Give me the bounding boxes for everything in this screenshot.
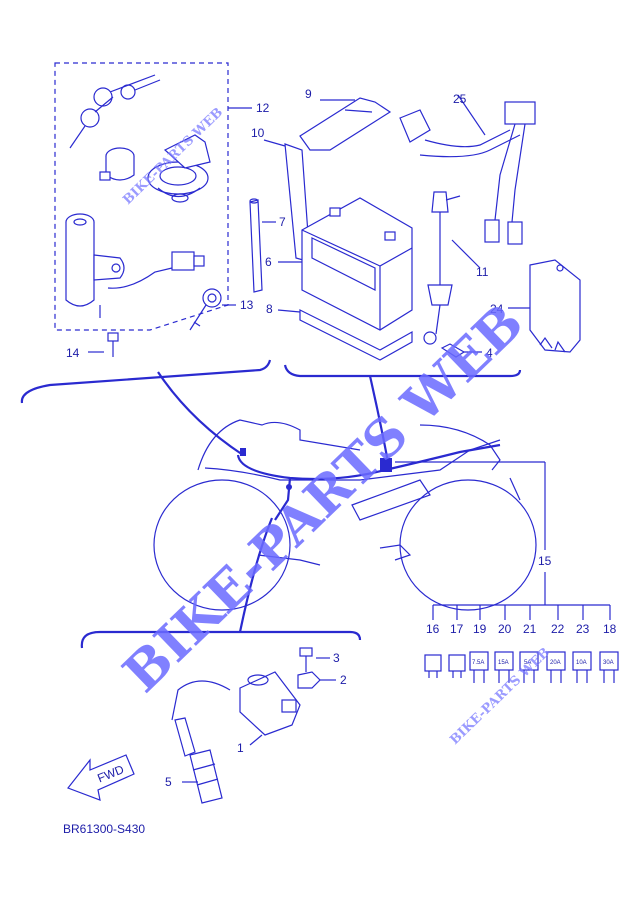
fuse-15a: 15A (494, 651, 514, 683)
ignition-coil-icon (171, 671, 301, 746)
fuse-5a: 5A (519, 651, 539, 683)
callout-12: 12 (256, 101, 270, 115)
relay-2-icon (448, 654, 466, 678)
bolt-3-icon (299, 647, 330, 672)
callout-13: 13 (240, 298, 254, 312)
screw-icon (440, 343, 482, 358)
callout-18: 18 (603, 622, 617, 636)
fuse-rating-label: 7.5A (472, 660, 484, 666)
fuse-7-5a: 7.5A (469, 651, 489, 683)
callout-11: 11 (476, 265, 489, 279)
coil-group-bracket (80, 630, 362, 649)
callout-21: 21 (523, 622, 537, 636)
right-group-bracket (283, 364, 522, 378)
callout-labels: 1 2 3 4 5 6 7 8 9 10 11 12 13 14 15 16 1… (66, 87, 617, 789)
breather-hose-icon (249, 198, 276, 293)
wire-harness-icon (236, 443, 501, 521)
fwd-arrow-icon: FWD (67, 754, 135, 801)
seat-lock-icon (99, 147, 135, 181)
battery-mat-icon (277, 309, 413, 361)
callout-14: 14 (66, 346, 80, 360)
callout-9: 9 (305, 87, 312, 101)
callout-22: 22 (551, 622, 565, 636)
callout-6: 6 (265, 255, 272, 269)
callout-2: 2 (340, 673, 347, 687)
key-icon (69, 74, 161, 149)
sub-wire-harness-icon (399, 94, 536, 245)
relay-icon (424, 654, 442, 678)
diagram-code: BR61300-S430 (63, 822, 145, 836)
fuse-box-cover-icon (508, 259, 581, 353)
fuse-rating-label: 20A (550, 660, 561, 666)
fuse-20a: 20A (546, 651, 566, 683)
motorcycle-outline (153, 419, 537, 611)
fuse-rating-label: 5A (524, 660, 531, 666)
callout-16: 16 (426, 622, 440, 636)
callout-25: 25 (453, 92, 467, 106)
key-set-group (54, 62, 252, 331)
fuse-10a: 10A (572, 651, 592, 683)
callout-20: 20 (498, 622, 512, 636)
callout-8: 8 (266, 302, 273, 316)
nut-icon (297, 671, 336, 689)
leader-right (368, 375, 390, 463)
fuse-tree (395, 461, 611, 620)
leader-coil (238, 517, 274, 633)
callout-24: 24 (490, 302, 504, 316)
battery-band-icon (299, 97, 392, 151)
ignition-switch-icon (65, 213, 205, 318)
callout-1: 1 (237, 741, 244, 755)
callout-5: 5 (165, 775, 172, 789)
callout-17: 17 (450, 622, 464, 636)
fuse-rating-label: 30A (603, 660, 614, 666)
spark-plug-cap-icon (174, 717, 223, 804)
fuel-cap-icon (147, 134, 211, 203)
fuse-rating-label: 15A (498, 660, 509, 666)
fuse-rating-label: 10A (576, 660, 587, 666)
callout-19: 19 (473, 622, 487, 636)
callout-15: 15 (538, 554, 552, 568)
callout-3: 3 (333, 651, 340, 665)
leader-left (157, 371, 244, 456)
battery-icon (278, 197, 413, 331)
battery-lead-icon (423, 191, 481, 345)
left-group-bracket (20, 359, 272, 404)
spare-key-icon (189, 288, 236, 331)
bolt-icon (88, 332, 119, 357)
callout-4: 4 (486, 346, 493, 360)
callout-7: 7 (279, 215, 286, 229)
fuse-30a: 30A (599, 651, 619, 683)
callout-23: 23 (576, 622, 590, 636)
callout-10: 10 (251, 126, 265, 140)
